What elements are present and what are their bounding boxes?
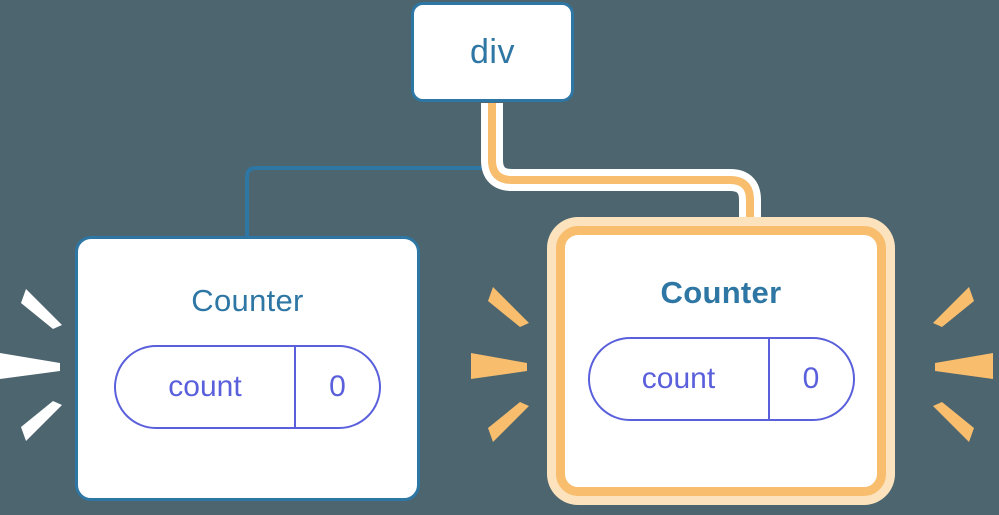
sparkle-rays-orange-right-icon	[933, 287, 993, 442]
edge-div-to-right-counter	[488, 103, 754, 232]
state-pill-left: count 0	[114, 345, 381, 429]
node-div[interactable]: div	[411, 2, 574, 102]
node-counter-left[interactable]: Counter count 0	[75, 236, 420, 501]
edge-div-to-left-counter	[245, 101, 494, 238]
node-div-label: div	[470, 33, 515, 71]
state-value-right: 0	[802, 362, 820, 395]
state-pill-right: count 0	[587, 337, 855, 421]
state-value-left: 0	[329, 370, 346, 403]
node-counter-right[interactable]: Counter count 0	[556, 226, 886, 496]
sparkle-rays-white-icon	[0, 289, 62, 441]
state-key-left: count	[116, 347, 296, 427]
node-counter-left-label: Counter	[191, 283, 304, 318]
edge-div-to-right-counter-halo	[481, 103, 761, 232]
node-counter-right-label: Counter	[660, 275, 782, 310]
state-key-right: count	[590, 339, 770, 419]
sparkle-rays-orange-left-icon	[471, 287, 529, 442]
